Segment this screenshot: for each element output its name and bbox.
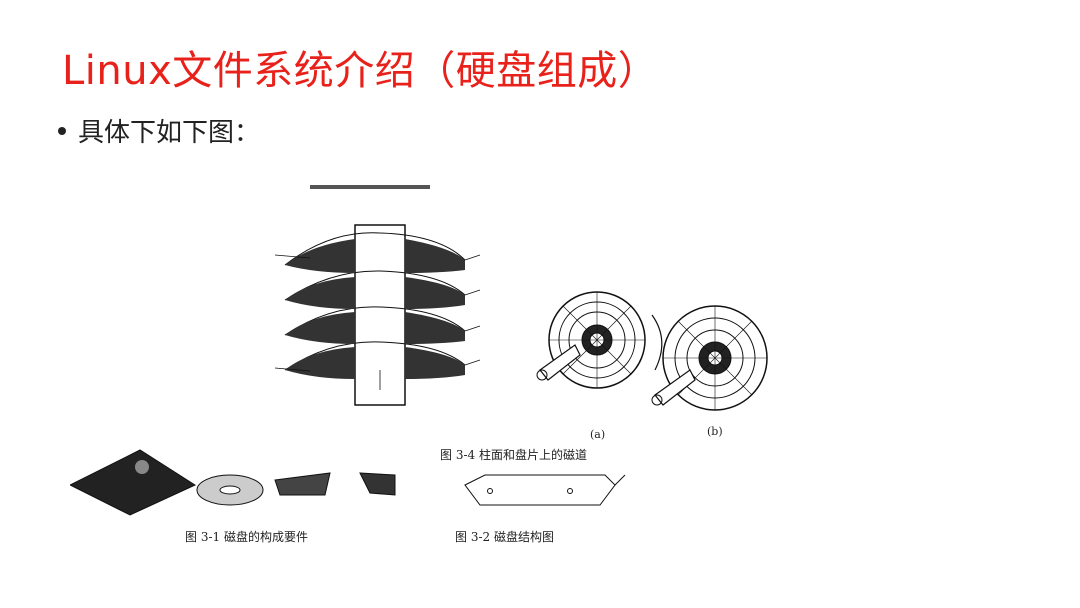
slide-title: Linux文件系统介绍（硬盘组成） [62, 48, 659, 94]
caption-3-2: 图 3-2 磁盘结构图 [455, 529, 554, 544]
platter-tracks-b: (b) [651, 305, 768, 438]
bullet-item: 具体下如下图： [58, 112, 260, 149]
caption-3-4: 图 3-4 柱面和盘片上的磁道 [440, 447, 587, 462]
cylinder-diagram [274, 185, 481, 406]
bullet-dot [58, 127, 66, 135]
structure-outline [464, 474, 626, 506]
disk-structure-figure: (a) 图 3-4 柱面和盘片上的磁道 图 3-1 磁盘的构成要件 图 3-2 … [70, 185, 663, 544]
platter-tracks-a [536, 291, 663, 389]
disk-components-photo [70, 449, 396, 516]
bullet-text: 具体下如下图： [78, 118, 261, 148]
caption-3-1: 图 3-1 磁盘的构成要件 [185, 529, 308, 544]
label-b: (b) [707, 425, 723, 438]
label-a: (a) [590, 428, 605, 441]
